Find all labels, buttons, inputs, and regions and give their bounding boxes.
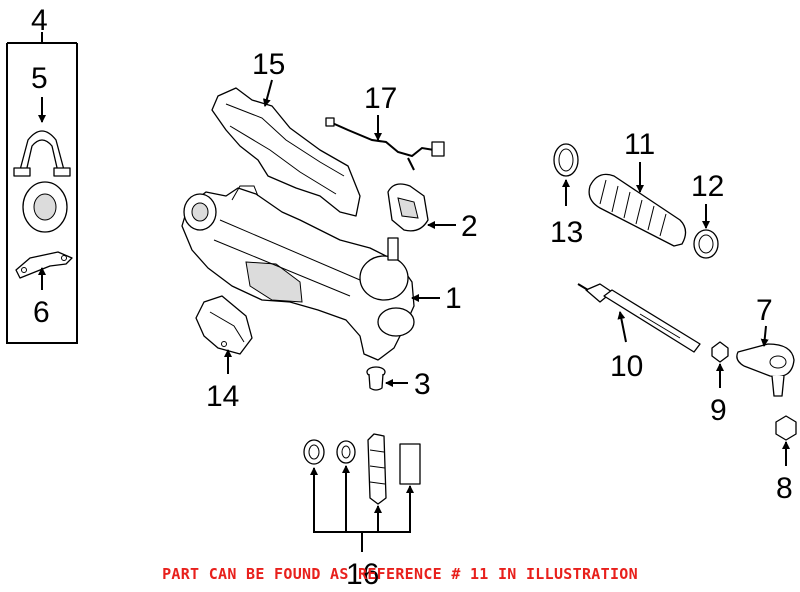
callout-9: 9 (710, 394, 727, 427)
part-16-kit (303, 433, 421, 552)
callout-5: 5 (31, 62, 48, 95)
leader-15 (262, 79, 273, 107)
leader-lines (38, 79, 790, 532)
part-10-tie-rod (577, 283, 701, 353)
callout-14: 14 (206, 380, 239, 413)
callout-11: 11 (624, 128, 655, 161)
part-13-clamp (553, 143, 579, 177)
leader-7 (760, 325, 769, 347)
part-1-steering-rack (181, 185, 415, 361)
part-9-nut (711, 341, 729, 363)
callout-8: 8 (776, 472, 793, 505)
callout-labels: 4 5 6 15 17 2 1 3 14 13 11 12 10 9 7 8 1… (31, 4, 793, 591)
callout-10: 10 (610, 350, 643, 383)
callout-2: 2 (461, 210, 478, 243)
callout-15: 15 (252, 48, 285, 81)
part-17-harness (325, 117, 445, 171)
part-6-bracket-plate (15, 251, 73, 279)
callout-16: 16 (346, 558, 379, 591)
callout-1: 1 (445, 282, 462, 315)
callout-4: 4 (31, 4, 48, 37)
leader-10 (617, 311, 627, 343)
callout-12: 12 (691, 170, 724, 203)
callout-7: 7 (756, 294, 773, 327)
callout-13: 13 (550, 216, 583, 249)
group-4-bracket (6, 32, 78, 344)
part-3-bolt (366, 366, 386, 391)
part-bushing (22, 181, 68, 233)
part-12-clamp (693, 229, 719, 259)
part-11-boot (588, 173, 687, 247)
part-5-clamp (13, 130, 71, 177)
reference-notice: PART CAN BE FOUND AS REFERENCE # 11 IN I… (162, 565, 638, 583)
part-2-mount (387, 183, 429, 232)
part-7-tie-rod-end (736, 343, 795, 397)
callout-6: 6 (33, 296, 50, 329)
callout-17: 17 (364, 82, 397, 115)
callout-3: 3 (414, 368, 431, 401)
part-8-nut (775, 415, 797, 441)
part-14-cover (195, 295, 253, 355)
